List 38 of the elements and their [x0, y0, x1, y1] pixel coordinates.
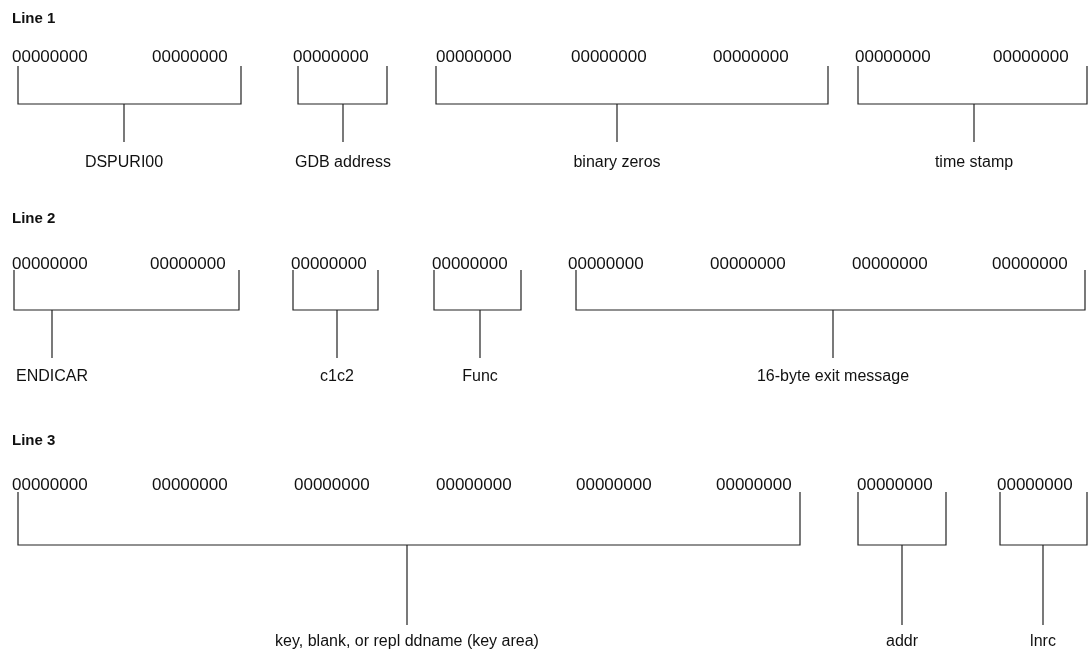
- hex-word: 00000000: [12, 476, 88, 493]
- hex-word: 00000000: [710, 255, 786, 272]
- line-heading: Line 1: [12, 10, 56, 25]
- hex-word: 00000000: [12, 255, 88, 272]
- hex-word: 00000000: [857, 476, 933, 493]
- field-label: time stamp: [934, 154, 1014, 170]
- field-label: addr: [886, 633, 918, 649]
- hex-word: 00000000: [291, 255, 367, 272]
- field-label: Func: [462, 368, 498, 384]
- field-label: DSPURI00: [84, 154, 164, 170]
- field-label: binary zeros: [573, 154, 661, 170]
- hex-word: 00000000: [436, 476, 512, 493]
- hex-word: 00000000: [432, 255, 508, 272]
- field-label: ENDICAR: [16, 368, 88, 384]
- line-heading: Line 3: [12, 432, 56, 447]
- hex-word: 00000000: [855, 48, 931, 65]
- hex-word: 00000000: [294, 476, 370, 493]
- hex-word: 00000000: [716, 476, 792, 493]
- hex-word: 00000000: [12, 48, 88, 65]
- field-label: GDB address: [295, 154, 391, 170]
- hex-word: 00000000: [568, 255, 644, 272]
- line-heading: Line 2: [12, 210, 56, 225]
- hex-word: 00000000: [713, 48, 789, 65]
- hex-word: 00000000: [152, 48, 228, 65]
- hex-word: 00000000: [150, 255, 226, 272]
- field-label: 16-byte exit message: [756, 368, 910, 384]
- field-label: lnrc: [1030, 633, 1056, 649]
- hex-word: 00000000: [576, 476, 652, 493]
- field-label: c1c2: [320, 368, 354, 384]
- hex-word: 00000000: [993, 48, 1069, 65]
- field-label: key, blank, or repl ddname (key area): [275, 633, 539, 649]
- hex-word: 00000000: [436, 48, 512, 65]
- hex-word: 00000000: [293, 48, 369, 65]
- hex-word: 00000000: [152, 476, 228, 493]
- hex-word: 00000000: [571, 48, 647, 65]
- hex-word: 00000000: [997, 476, 1073, 493]
- hex-word: 00000000: [852, 255, 928, 272]
- hex-word: 00000000: [992, 255, 1068, 272]
